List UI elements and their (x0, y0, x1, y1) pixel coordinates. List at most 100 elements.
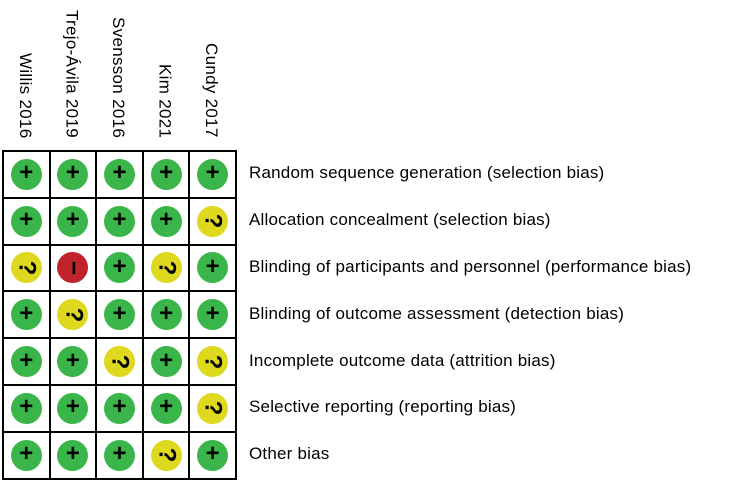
judgement-circle-unclear: ? (150, 252, 182, 284)
rob-cell: + (189, 151, 236, 198)
rob-cell: + (142, 151, 190, 198)
question-icon: ? (153, 260, 181, 276)
plus-icon: + (19, 299, 34, 327)
judgement-grid: +++++++++??−+?++?+++++?+?++++?+++?+ (2, 150, 237, 480)
judgement-circle-positive: + (150, 158, 182, 190)
plus-icon: + (205, 299, 220, 327)
question-icon: ? (106, 354, 134, 369)
study-header: Cundy 2017 (188, 0, 235, 150)
bias-domain-label: Blinding of outcome assessment (detectio… (249, 303, 625, 323)
rob-cell: + (49, 338, 97, 385)
rob-cell: + (189, 291, 236, 339)
plus-icon: + (112, 206, 127, 234)
question-icon: ? (59, 307, 87, 323)
plus-icon: + (65, 159, 80, 187)
plus-icon: + (19, 440, 34, 468)
study-header: Svensson 2016 (95, 0, 142, 150)
rob-cell: + (189, 244, 236, 292)
question-icon: ? (199, 401, 227, 416)
judgement-circle-positive: + (10, 205, 42, 237)
plus-icon: + (112, 299, 127, 327)
judgement-circle-positive: + (103, 158, 135, 190)
rob-cell: ? (189, 338, 236, 385)
study-header: Willis 2016 (2, 0, 49, 150)
judgement-circle-positive: + (150, 299, 182, 331)
judgement-circle-positive: + (150, 392, 182, 424)
judgement-circle-unclear: ? (10, 252, 42, 284)
rob-cell: ? (3, 244, 50, 292)
judgement-circle-unclear: ? (197, 205, 229, 237)
rob-cell: + (96, 244, 143, 292)
plus-icon: + (112, 393, 127, 421)
rob-cell: + (189, 431, 236, 479)
judgement-circle-positive: + (57, 392, 89, 424)
rob-cell: + (3, 151, 50, 198)
rob-cell: + (3, 291, 50, 339)
rob-cell: + (142, 197, 190, 245)
study-name: Cundy 2017 (202, 43, 222, 138)
judgement-circle-positive: + (57, 205, 89, 237)
study-name: Willis 2016 (15, 52, 35, 139)
judgement-circle-positive: + (57, 158, 89, 190)
bias-domain-label: Other bias (249, 444, 330, 464)
judgement-circle-positive: + (197, 439, 229, 471)
judgement-circle-positive: + (197, 158, 229, 190)
bias-domain-label: Allocation concealment (selection bias) (249, 210, 551, 230)
question-icon: ? (153, 447, 181, 463)
plus-icon: + (205, 159, 220, 187)
study-header: Kim 2021 (142, 0, 189, 150)
judgement-circle-positive: + (197, 299, 229, 331)
judgement-circle-positive: + (103, 252, 135, 284)
plus-icon: + (112, 252, 127, 280)
plus-icon: + (205, 252, 220, 280)
rob-cell: + (49, 151, 97, 198)
judgement-circle-positive: + (103, 392, 135, 424)
judgement-circle-positive: + (10, 158, 42, 190)
rob-cell: ? (142, 431, 190, 479)
judgement-circle-positive: + (57, 439, 89, 471)
rob-cell: + (49, 197, 97, 245)
plus-icon: + (159, 346, 174, 374)
minus-icon: − (59, 260, 87, 275)
judgement-circle-unclear: ? (150, 439, 182, 471)
judgement-circle-negative: − (57, 252, 89, 284)
study-header: Trejo-Ávila 2019 (49, 0, 96, 150)
bias-domain-label: Blinding of participants and personnel (… (249, 256, 692, 276)
rob-cell: − (49, 244, 97, 292)
question-icon: ? (199, 213, 227, 229)
plus-icon: + (159, 206, 174, 234)
bias-domain-labels: Random sequence generation (selection bi… (249, 150, 691, 478)
plus-icon: + (159, 159, 174, 187)
judgement-circle-unclear: ? (57, 299, 89, 331)
rob-cell: ? (49, 291, 97, 339)
study-name: Kim 2021 (155, 63, 175, 138)
rob-cell: + (96, 431, 143, 479)
study-headers: Willis 2016 Trejo-Ávila 2019 Svensson 2016… (2, 0, 235, 150)
judgement-circle-positive: + (10, 439, 42, 471)
rob-cell: ? (189, 384, 236, 432)
study-name: Svensson 2016 (108, 16, 128, 138)
rob-cell: ? (142, 244, 190, 292)
plus-icon: + (159, 393, 174, 421)
rob-cell: + (49, 384, 97, 432)
rob-cell: ? (189, 197, 236, 245)
judgement-circle-unclear: ? (103, 346, 135, 378)
bias-domain-label: Incomplete outcome data (attrition bias) (249, 350, 556, 370)
plus-icon: + (205, 440, 220, 468)
rob-cell: + (96, 151, 143, 198)
question-icon: ? (199, 354, 227, 369)
plus-icon: + (65, 206, 80, 234)
judgement-circle-positive: + (103, 205, 135, 237)
plus-icon: + (19, 159, 34, 187)
judgement-circle-positive: + (150, 205, 182, 237)
judgement-circle-positive: + (57, 346, 89, 378)
plus-icon: + (65, 440, 80, 468)
judgement-circle-unclear: ? (197, 346, 229, 378)
rob-cell: ? (96, 338, 143, 385)
rob-cell: + (3, 197, 50, 245)
judgement-circle-positive: + (197, 252, 229, 284)
bias-domain-label: Random sequence generation (selection bi… (249, 163, 605, 183)
question-icon: ? (13, 260, 41, 276)
study-name: Trejo-Ávila 2019 (62, 10, 82, 138)
